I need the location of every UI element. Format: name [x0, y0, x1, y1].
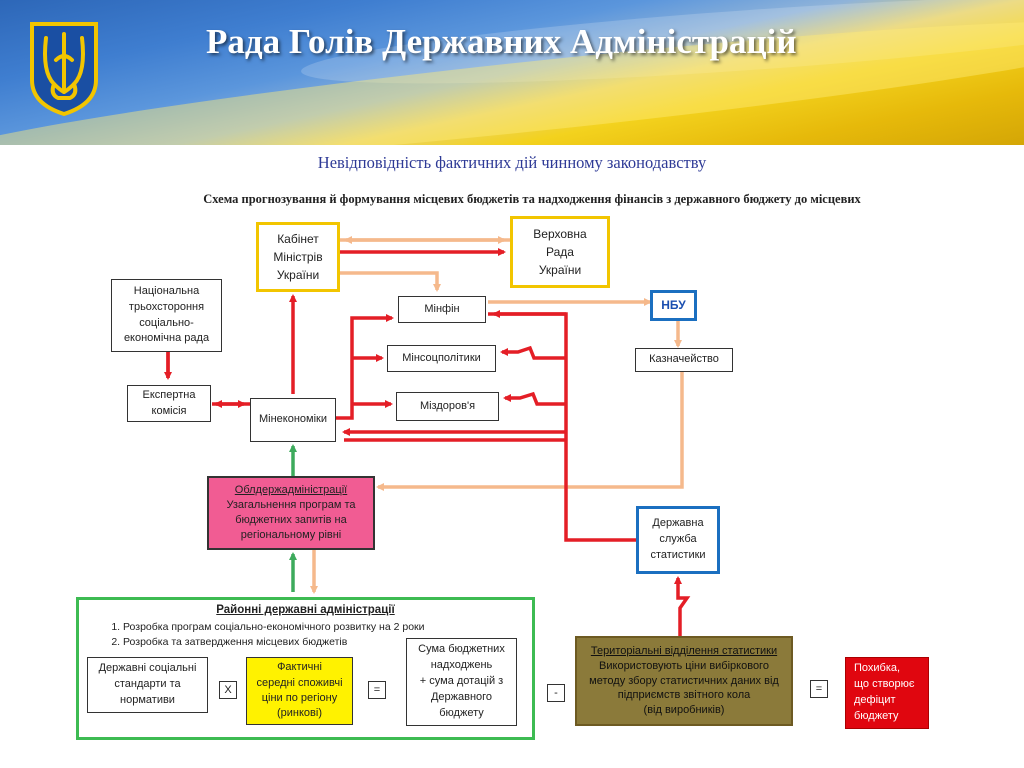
arrow-to-minhealth-right — [503, 391, 566, 406]
node-minsocpolicy: Мінсоцполітики — [387, 345, 496, 372]
node-national-council: Національна трьохстороння соціально- еко… — [111, 279, 222, 352]
arrow-mineconomy-to-minfin — [336, 314, 394, 420]
line-minfin-to-stat — [488, 312, 636, 542]
rda-item: Розробка програм соціально-економічного … — [123, 620, 425, 635]
node-mineconomy: Мінекономіки — [250, 398, 336, 442]
arrow-to-minsocpolicy-right — [500, 345, 566, 360]
node-actual-prices: Фактичні середні споживчі ціни по регіон… — [246, 657, 353, 725]
operator-equals-2: = — [810, 680, 828, 698]
node-minhealth: Міздоров'я — [396, 392, 499, 421]
arrow-treasury-to-oblast — [376, 372, 684, 491]
node-treasury: Казначейство — [635, 348, 733, 372]
rda-list: Розробка програм соціально-економічного … — [105, 620, 425, 649]
territorial-text: Використовують ціни вибіркового методу з… — [589, 659, 779, 717]
node-budget-sum: Сума бюджетних надходжень + сума дотацій… — [406, 638, 517, 726]
node-verkhovna-rada: Верховна Рада України — [510, 216, 610, 288]
node-minfin: Мінфін — [398, 296, 486, 323]
page-title: Рада Голів Державних Адміністрацій — [206, 22, 797, 61]
node-social-standards: Державні соціальні стандарти та норматив… — [87, 657, 208, 713]
node-territorial-statistics: Територіальні відділення статистики Вико… — [575, 636, 793, 726]
node-oblast-administrations: Облдержадміністрації Узагальнення програ… — [207, 476, 375, 550]
node-budget-deficit: Похибка, що створює дефіцит бюджету — [845, 657, 929, 729]
node-stat-service: Державна служба статистики — [636, 506, 720, 574]
territorial-title: Територіальні відділення статистики — [590, 644, 778, 657]
operator-minus: - — [547, 684, 565, 702]
node-kabinet: Кабінет Міністрів України — [256, 222, 340, 292]
page-subtitle: Невідповідність фактичних дій чинному за… — [317, 153, 707, 172]
rda-title: Районні державні адміністрації — [216, 604, 395, 616]
arrow-territorial-to-stat — [674, 576, 691, 636]
oblast-text: Узагальнення програм та бюджетних запиті… — [226, 499, 356, 541]
diagram-title: Схема прогнозування й формування місцеви… — [203, 192, 861, 206]
node-nbu: НБУ — [650, 290, 697, 321]
oblast-title: Облдержадміністрації — [234, 484, 348, 497]
operator-equals-1: = — [368, 681, 386, 699]
arrow-kabinet-to-minfin — [340, 271, 441, 292]
node-expert-commission: Експертна комісія — [127, 385, 211, 422]
trident-coat-of-arms-icon — [30, 22, 98, 116]
operator-multiply: X — [219, 681, 237, 699]
header-banner: Рада Голів Державних Адміністрацій — [0, 0, 1024, 145]
rda-item: Розробка та затвердження місцевих бюджет… — [123, 635, 425, 650]
